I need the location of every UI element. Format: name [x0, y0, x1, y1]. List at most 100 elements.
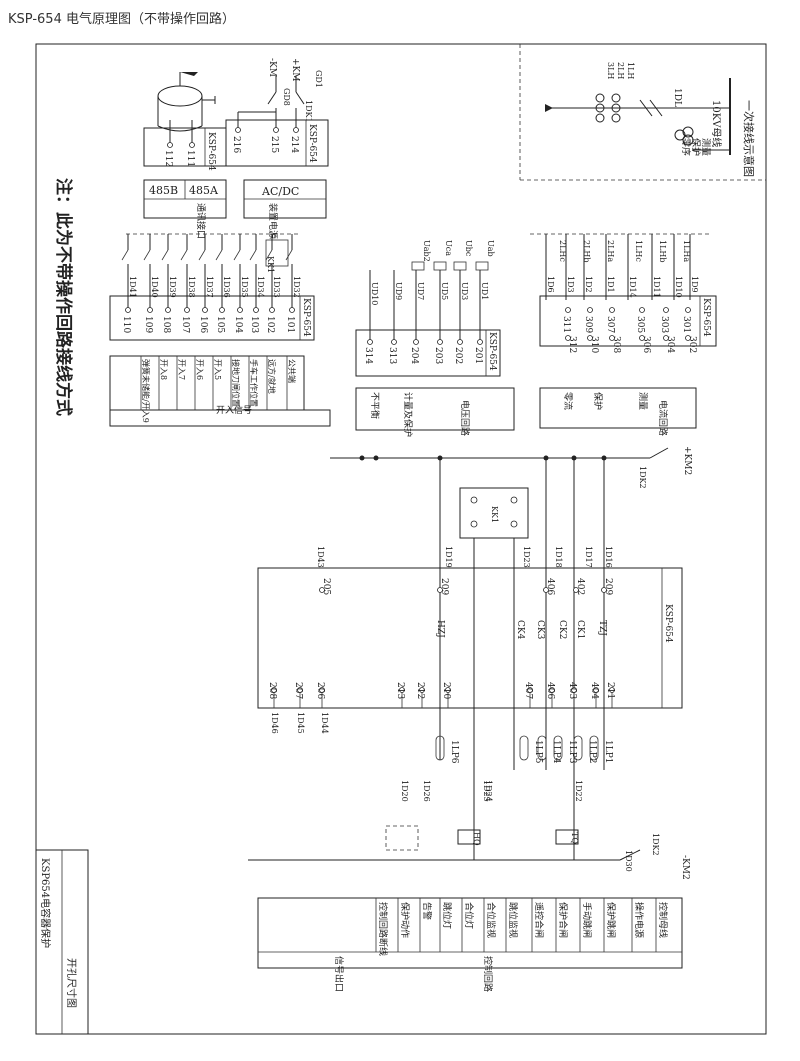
- lp-label: 1LP2: [587, 740, 597, 763]
- bi-terminal: [165, 307, 171, 313]
- dterm-label: 1D44: [320, 712, 329, 734]
- bi-terminal: [184, 307, 190, 313]
- current-terminal: [685, 307, 691, 313]
- lp-label: 1LP4: [551, 740, 561, 764]
- voltage-terminal: [437, 339, 443, 345]
- relay-label: CK3: [535, 620, 545, 640]
- svg-text:105: 105: [215, 316, 225, 333]
- svg-text:407: 407: [523, 682, 533, 699]
- dterm-label: 1D16: [604, 546, 613, 568]
- bi-function: 手车工作位置: [249, 359, 259, 407]
- control-function: 合位监视: [485, 902, 497, 938]
- svg-text:电压回路: 电压回路: [459, 400, 471, 436]
- current-terminal: [639, 335, 645, 341]
- control-function: 操作电源: [633, 902, 645, 938]
- svg-text:206: 206: [315, 682, 325, 699]
- svg-text:计量及保护: 计量及保护: [402, 392, 414, 437]
- ct-label: 2LHc: [558, 240, 567, 262]
- bi-terminal: [125, 307, 131, 313]
- ct-label: 1LHc: [634, 240, 643, 262]
- dterm-label: 1D26: [422, 780, 431, 802]
- svg-text:209: 209: [439, 578, 449, 595]
- svg-text:312: 312: [567, 336, 577, 353]
- svg-text:装置电源: 装置电源: [267, 203, 279, 239]
- svg-text:207: 207: [293, 682, 303, 699]
- svg-text:1D9: 1D9: [690, 276, 699, 293]
- comm-485a: 485A: [189, 184, 219, 197]
- comm-485b: 485B: [149, 184, 178, 197]
- svg-text:406: 406: [545, 578, 555, 595]
- svg-text:1D38: 1D38: [187, 276, 196, 298]
- svg-text:KSP-654: KSP-654: [301, 298, 311, 337]
- relay-label: TZJ: [597, 620, 607, 636]
- current-section: KSP-654 1D91D101D111D141D11D21D31D630130…: [530, 233, 717, 436]
- svg-text:109: 109: [143, 316, 153, 333]
- bi-function: 公共端: [287, 359, 297, 383]
- svg-text:306: 306: [641, 336, 651, 353]
- voltage-section: KSP-654 UabUbcUcaUab2201UD1202UD3203UD52…: [355, 240, 515, 437]
- drawing-frame: [35, 43, 767, 1035]
- svg-text:1D1: 1D1: [606, 276, 615, 293]
- comm-section: KSP-654 112 111 485B 485A 通讯接口: [143, 68, 227, 239]
- current-terminal: [609, 335, 615, 341]
- voltage-terminal: [367, 339, 373, 345]
- current-terminal: [609, 307, 615, 313]
- svg-text:102: 102: [265, 316, 275, 333]
- svg-text:注：此为不带操作回路接线方式: 注：此为不带操作回路接线方式: [53, 178, 74, 416]
- svg-text:GD8: GD8: [282, 88, 291, 106]
- control-function: 保护跳闸: [605, 902, 617, 938]
- svg-text:-KM2: -KM2: [680, 855, 690, 880]
- svg-text:212: 212: [415, 682, 425, 699]
- control-function: 保护合闸: [557, 902, 569, 938]
- svg-text:104: 104: [233, 316, 243, 333]
- dterm-label: 1D22: [574, 780, 583, 802]
- svg-text:304: 304: [665, 336, 675, 353]
- voltage-terminal: [457, 339, 463, 345]
- svg-text:406: 406: [545, 682, 555, 699]
- svg-text:3LH: 3LH: [606, 62, 615, 79]
- svg-text:404: 404: [589, 682, 599, 699]
- bi-terminal: [253, 307, 259, 313]
- svg-text:201: 201: [473, 347, 483, 364]
- svg-text:信号出口: 信号出口: [333, 956, 345, 992]
- svg-text:1D32: 1D32: [292, 276, 301, 298]
- control-terminal: [319, 587, 325, 593]
- svg-text:UD1: UD1: [480, 282, 489, 300]
- current-terminal: [663, 307, 669, 313]
- ct-label: 1LHb: [658, 240, 667, 263]
- lp-label: 1LP1: [603, 740, 613, 763]
- svg-text:一次接线示意图: 一次接线示意图: [742, 100, 756, 177]
- dterm-label: 1D45: [296, 712, 305, 734]
- svg-text:305: 305: [635, 316, 645, 333]
- svg-text:106: 106: [198, 316, 208, 333]
- svg-text:TQ: TQ: [570, 832, 579, 844]
- svg-text:1D37: 1D37: [205, 276, 214, 298]
- svg-text:303: 303: [659, 316, 669, 333]
- svg-text:HQ: HQ: [472, 832, 481, 846]
- control-function: 手动跳闸: [581, 902, 593, 938]
- svg-text:108: 108: [161, 316, 171, 333]
- svg-text:213: 213: [395, 682, 405, 699]
- control-function: 保护动作: [399, 902, 411, 938]
- lp-label: 1LP6: [449, 740, 459, 764]
- svg-text:-KM: -KM: [267, 58, 277, 77]
- svg-text:KSP-654: KSP-654: [663, 604, 673, 643]
- svg-text:211: 211: [605, 682, 615, 699]
- svg-text:1DK2: 1DK2: [651, 833, 660, 856]
- svg-text:UD7: UD7: [416, 282, 425, 300]
- svg-text:零序: 零序: [680, 138, 692, 156]
- bi-terminal: [219, 307, 225, 313]
- bi-function: 接地刀闸位置: [231, 359, 241, 407]
- current-terminal: [639, 307, 645, 313]
- bi-function: 开入8: [159, 359, 168, 380]
- svg-text:测量: 测量: [637, 392, 648, 410]
- svg-text:UD5: UD5: [440, 282, 449, 300]
- svg-text:UD10: UD10: [370, 282, 379, 305]
- ct-group: 1LH 2LH 3LH: [595, 62, 635, 123]
- voltage-terminal: [477, 339, 483, 345]
- svg-text:1D39: 1D39: [168, 276, 177, 298]
- bi-terminal: [147, 307, 153, 313]
- svg-text:103: 103: [249, 316, 259, 333]
